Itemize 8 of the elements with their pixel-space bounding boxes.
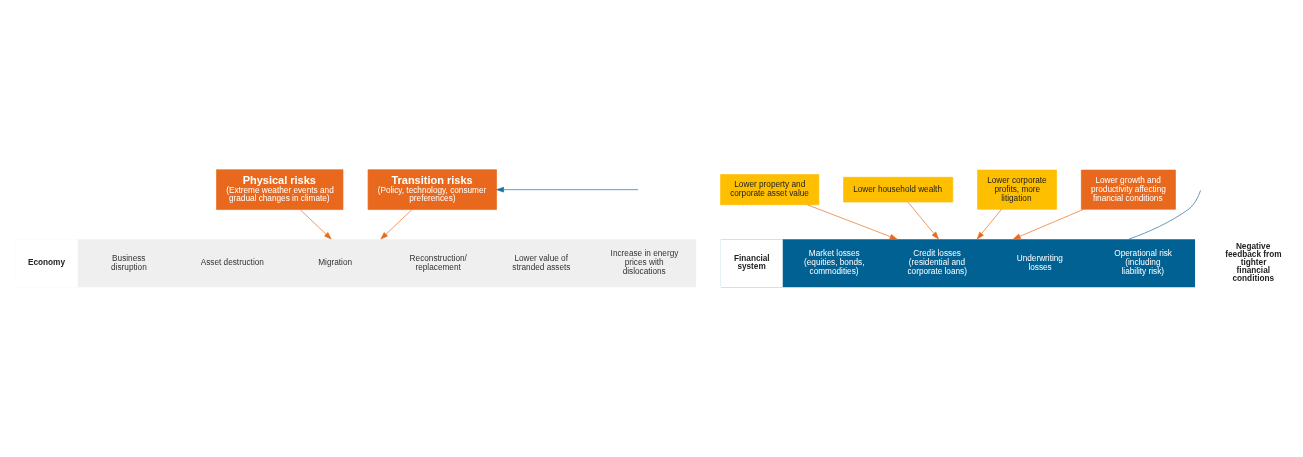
arrow [807, 204, 898, 240]
connector [1128, 190, 1201, 240]
arrow [496, 186, 639, 193]
arrow [976, 208, 1002, 240]
arrow [1013, 208, 1084, 240]
arrow [380, 209, 413, 240]
arrow [299, 209, 332, 240]
arrow [907, 201, 939, 240]
